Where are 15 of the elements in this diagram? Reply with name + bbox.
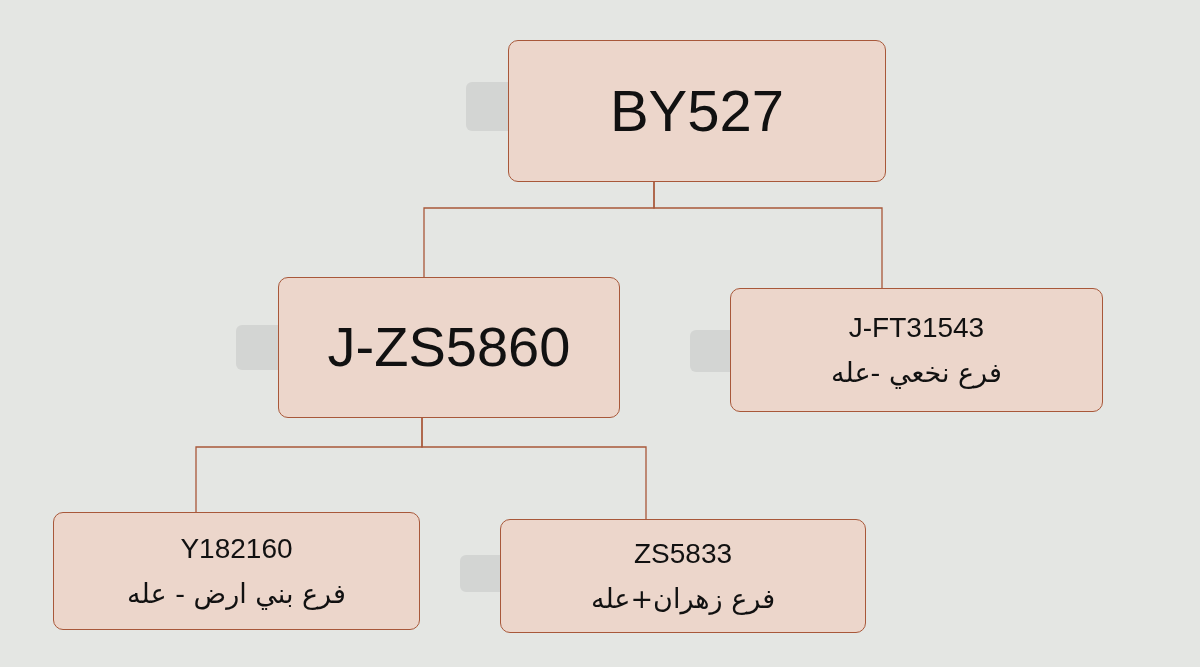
connector-line (653, 181, 883, 289)
node-title: J-ZS5860 (327, 315, 571, 380)
node-title: ZS5833 (633, 538, 733, 571)
node-caption: فرع بني ارض - عله (127, 577, 346, 609)
node-caption: فرع نخعي -عله (831, 356, 1002, 388)
node-box (500, 519, 866, 633)
node-box (53, 512, 420, 630)
node-caption: فرع زهران+عله (590, 582, 776, 614)
node-box (508, 40, 886, 182)
connector-line (421, 417, 647, 520)
node-title: BY527 (609, 77, 785, 145)
node-title: J-FT31543 (848, 312, 985, 345)
node-box (278, 277, 620, 418)
node-box (730, 288, 1103, 412)
node-title: Y182160 (180, 533, 293, 566)
